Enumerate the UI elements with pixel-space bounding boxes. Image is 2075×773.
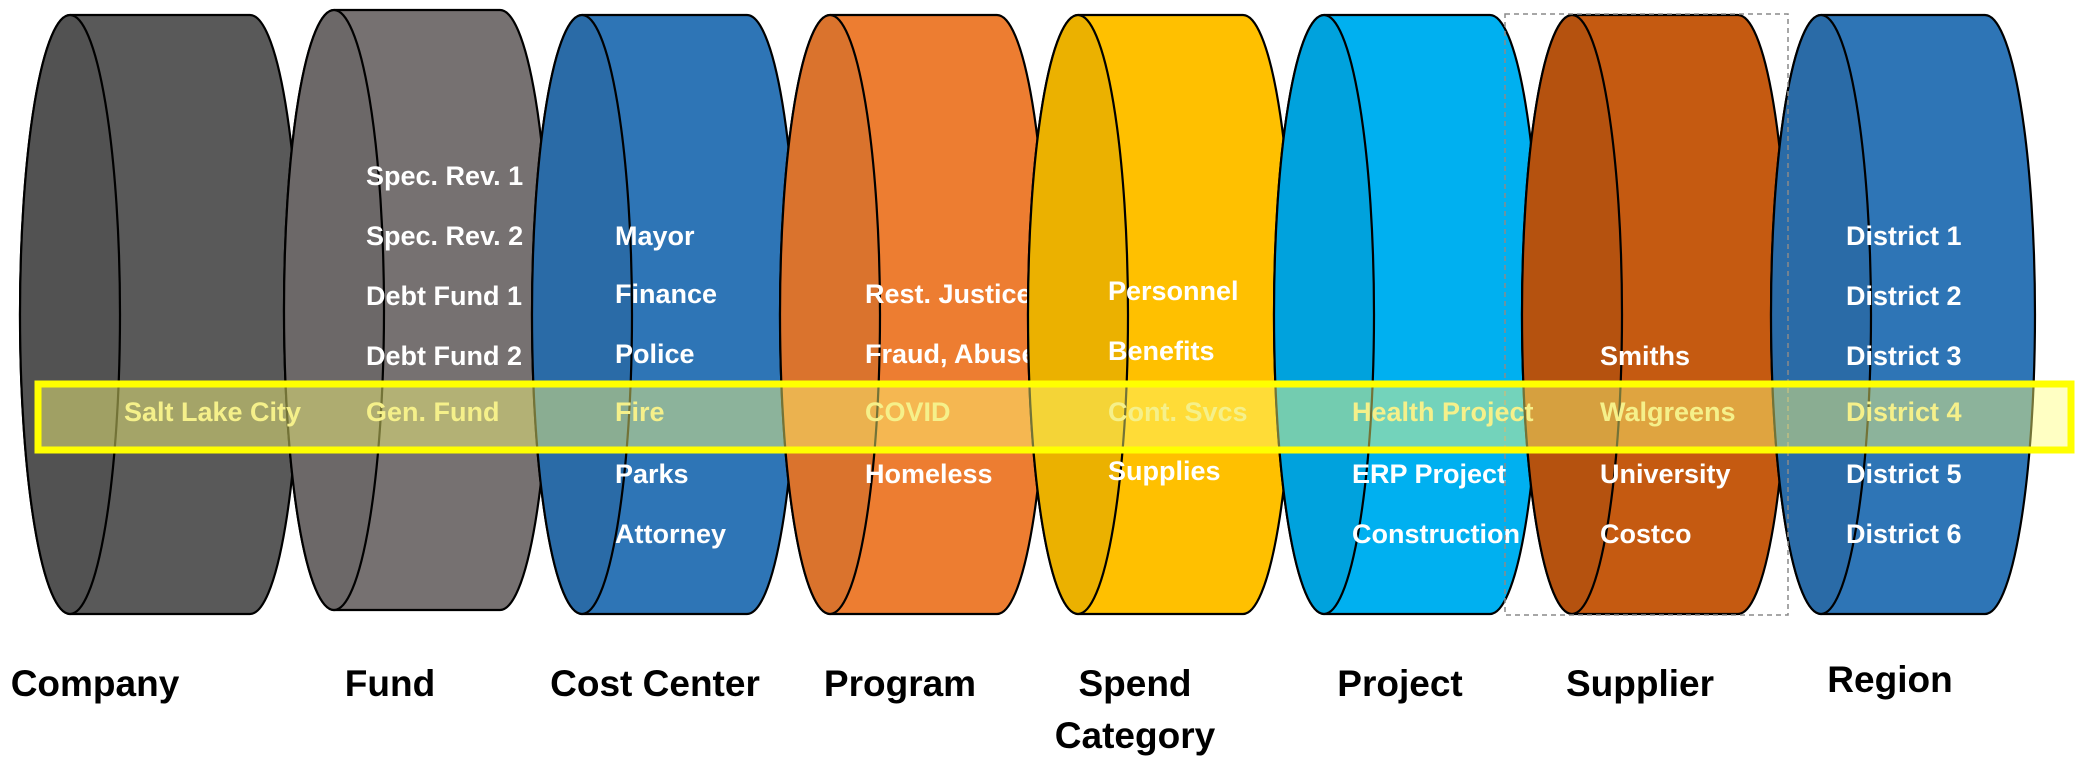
disk-face-shade-program <box>780 15 880 614</box>
item-region: District 6 <box>1846 519 1962 549</box>
label-supplier: Supplier <box>1565 663 1715 704</box>
item-cost-center: Parks <box>615 459 689 489</box>
disk-face-program <box>778 13 882 616</box>
item-supplier: Costco <box>1600 519 1692 549</box>
disk-region <box>1769 13 2037 616</box>
disk-face-shade-fund <box>284 10 384 610</box>
item-supplier: University <box>1600 459 1731 489</box>
disk-face-shade-project <box>1274 15 1374 614</box>
disk-face-spend-category <box>1026 13 1130 616</box>
highlighted-item-program: COVID <box>865 397 951 427</box>
label-fund: Fund <box>344 663 436 704</box>
highlighted-item-cost-center: Fire <box>615 397 665 427</box>
disk-face-company <box>18 13 122 616</box>
highlighted-item-supplier: Walgreens <box>1600 397 1736 427</box>
disk-face-shade-spend-category <box>1028 15 1128 614</box>
disk-fund <box>282 8 552 612</box>
highlighted-item-company: Salt Lake City <box>124 397 301 427</box>
label-cost-center: Cost Center <box>550 663 760 704</box>
label-project: Project <box>1337 663 1463 704</box>
item-project: Construction <box>1352 519 1520 549</box>
item-cost-center: Finance <box>615 279 717 309</box>
label-spend-category: Spend Category <box>1054 663 1216 756</box>
item-cost-center: Attorney <box>615 519 726 549</box>
item-region: District 1 <box>1846 221 1962 251</box>
disk-face-region <box>1769 13 1873 616</box>
item-spend-category: Benefits <box>1108 336 1215 366</box>
item-fund: Spec. Rev. 1 <box>366 161 523 191</box>
highlighted-item-project: Health Project <box>1352 397 1534 427</box>
disk-face-cost-center <box>530 13 634 616</box>
item-spend-category: Supplies <box>1108 456 1221 486</box>
disk-face-shade-company <box>20 15 120 614</box>
disk-cost-center <box>530 13 799 616</box>
disk-face-shade-region <box>1771 15 1871 614</box>
item-program: Homeless <box>865 459 993 489</box>
disk-project <box>1272 13 1542 616</box>
item-fund: Spec. Rev. 2 <box>366 221 523 251</box>
item-region: District 5 <box>1846 459 1962 489</box>
item-region: District 2 <box>1846 281 1962 311</box>
item-region: District 3 <box>1846 341 1962 371</box>
disk-supplier <box>1520 13 1790 616</box>
item-cost-center: Police <box>615 339 695 369</box>
highlighted-item-region: District 4 <box>1846 397 1962 427</box>
item-program: Rest. Justice <box>865 279 1032 309</box>
label-program: Program <box>823 663 977 704</box>
disk-face-project <box>1272 13 1376 616</box>
item-spend-category: Personnel <box>1108 276 1239 306</box>
label-company: Company <box>10 663 180 704</box>
highlighted-item-spend-category: Cont. Svcs <box>1108 397 1248 427</box>
highlight-band <box>34 380 2075 454</box>
disk-company <box>18 13 302 616</box>
item-fund: Debt Fund 1 <box>366 281 522 311</box>
disk-program <box>778 13 1049 616</box>
item-cost-center: Mayor <box>615 221 695 251</box>
item-program: Fraud, Abuse <box>865 339 1037 369</box>
disk-spend-category <box>1026 13 1295 616</box>
disk-face-shade-cost-center <box>532 15 632 614</box>
highlighted-item-fund: Gen. Fund <box>366 397 499 427</box>
supplier-guide-box <box>1504 13 1789 616</box>
disk-face-shade-supplier <box>1522 15 1622 614</box>
item-supplier: Smiths <box>1600 341 1690 371</box>
disk-face-fund <box>282 8 386 612</box>
item-project: ERP Project <box>1352 459 1506 489</box>
item-fund: Debt Fund 2 <box>366 341 522 371</box>
disk-face-supplier <box>1520 13 1624 616</box>
label-region: Region <box>1827 659 1953 700</box>
